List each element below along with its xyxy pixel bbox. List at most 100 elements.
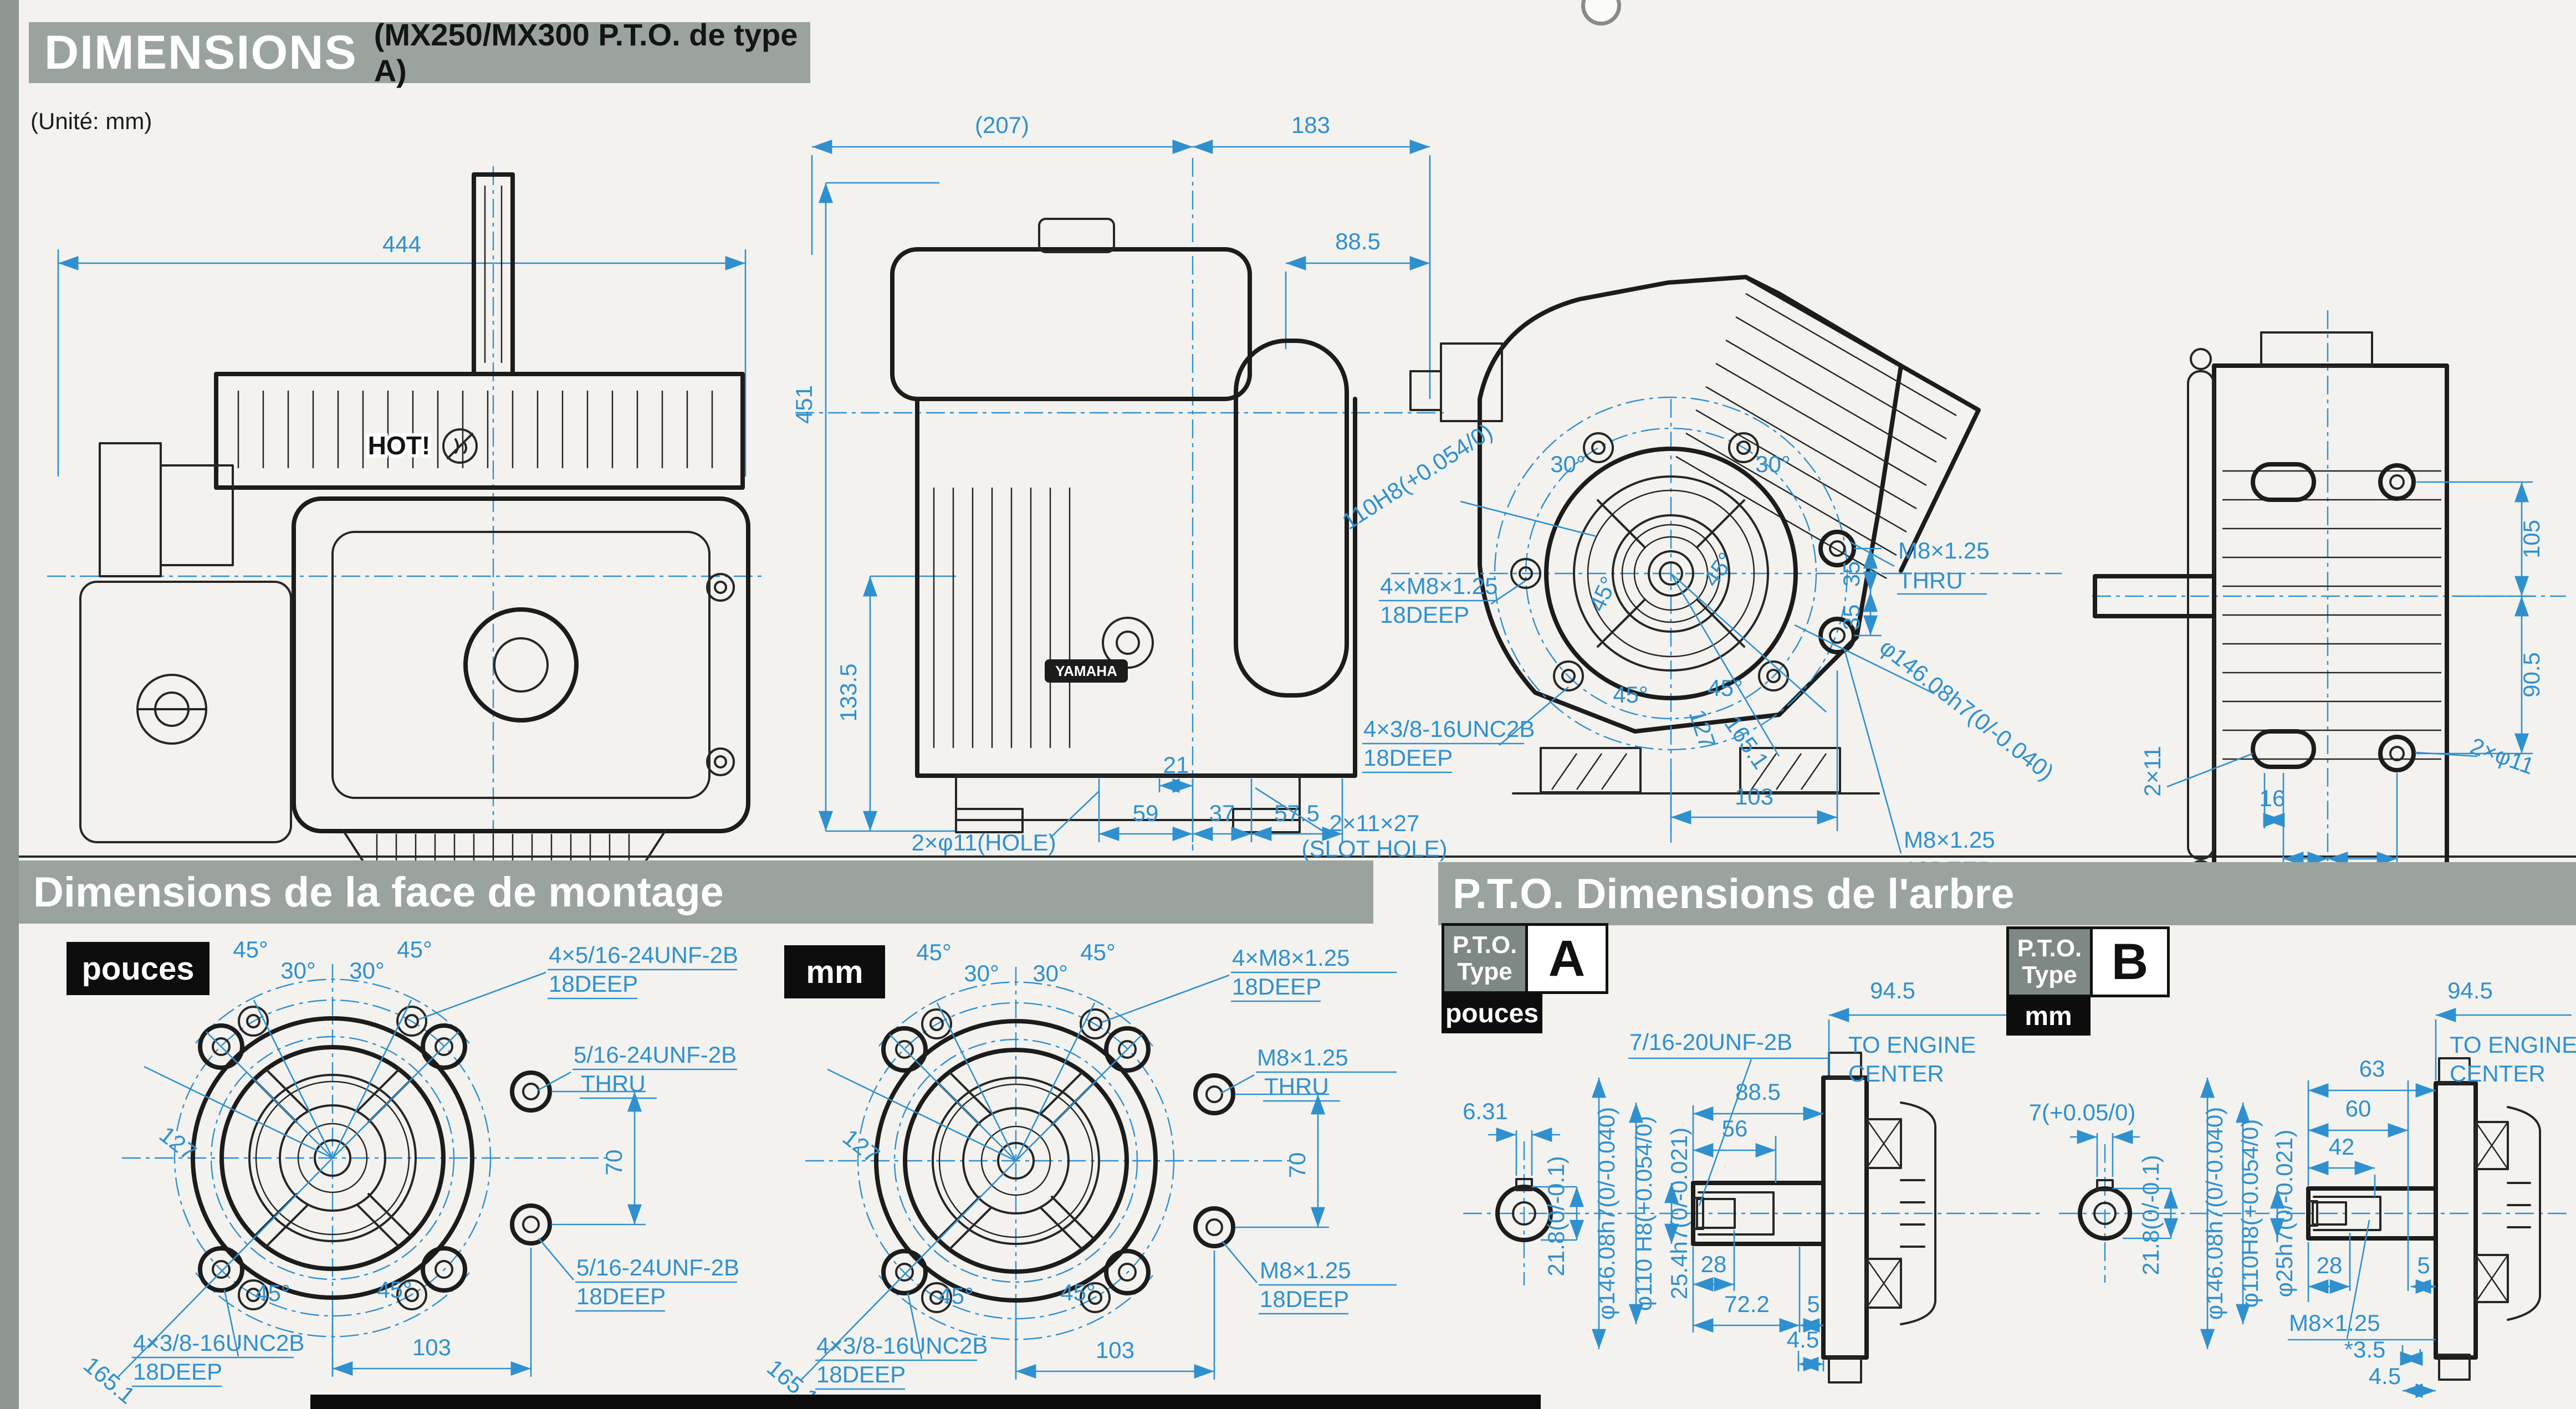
mount-face-mm-drawing: 45° 30° 30° 45° 4×M8×1.25 18DEEP M8×1.25… bbox=[762, 939, 1397, 1409]
pto-header-text: P.T.O. Dimensions de l'arbre bbox=[1453, 870, 2015, 918]
dim-103: 103 bbox=[1096, 1337, 1134, 1363]
view2-top-dims: (207) 183 88.5 bbox=[811, 112, 1431, 399]
view1-centerlines bbox=[47, 166, 765, 837]
m8-thru-line1: M8×1.25 bbox=[1898, 537, 1990, 563]
tap-bot-1: M8×1.25 bbox=[1260, 1257, 1351, 1283]
dim-56: 56 bbox=[1722, 1115, 1748, 1141]
mount-face-inch-drawing: 45° 30° 30° 45° 4×5/16-24UNF-2B 18DEEP 5… bbox=[79, 936, 739, 1409]
hole-label: 2×φ11(HOLE) bbox=[911, 829, 1056, 855]
tap-mid-1: 5/16-24UNF-2B bbox=[574, 1042, 737, 1068]
punch-hole bbox=[1581, 0, 1621, 25]
tap-mid-2: THRU bbox=[1264, 1073, 1329, 1099]
engine-front-view-drawing: (207) 183 88.5 451 133.5 YAMAHA bbox=[791, 112, 1447, 862]
page-title: DIMENSIONS bbox=[44, 25, 357, 79]
tap-top-2: 18DEEP bbox=[549, 971, 638, 997]
typea-dims: 7/16-20UNF-2B 94.5 TO ENGINE CENTER 88.5… bbox=[1628, 977, 2040, 1371]
tap-bot-2: 18DEEP bbox=[576, 1283, 666, 1309]
dim-103: 103 bbox=[412, 1334, 451, 1360]
pto-type-a-letter: A bbox=[1525, 923, 1608, 994]
montage-header-text: Dimensions de la face de montage bbox=[33, 868, 724, 916]
typeb-endview: 7(+0.05/0) 21.8(0/-0.1) bbox=[2029, 1099, 2270, 1283]
thread-label: 7/16-20UNF-2B bbox=[1629, 1029, 1792, 1055]
dim-28: 28 bbox=[1701, 1251, 1727, 1277]
dim-3-5: *3.5 bbox=[2344, 1336, 2386, 1362]
typeb-dims: 94.5 TO ENGINE CENTER 63 60 42 28 5 M8×1… bbox=[2288, 977, 2576, 1398]
dim-72-2: 72.2 bbox=[1724, 1291, 1770, 1317]
dim-42: 42 bbox=[2329, 1134, 2355, 1160]
angle-45-r: 45° bbox=[1080, 939, 1116, 965]
angle-45-br: 45° bbox=[1060, 1279, 1096, 1305]
dim-5: 5 bbox=[2417, 1252, 2430, 1278]
dim-60: 60 bbox=[2345, 1095, 2371, 1121]
dim-90-5: 90.5 bbox=[2518, 652, 2544, 698]
engine-center-2: CENTER bbox=[1848, 1060, 1944, 1087]
pto-type-b-letter: B bbox=[2090, 926, 2170, 997]
inch-flange bbox=[122, 964, 610, 1374]
pto-type-b-tag: P.T.O. Type bbox=[2006, 926, 2093, 997]
angle-30-r: 30° bbox=[1033, 960, 1068, 986]
dim-70: 70 bbox=[601, 1150, 627, 1176]
view1-engine-outline bbox=[79, 172, 750, 867]
dim-4-5: 4.5 bbox=[1787, 1326, 1819, 1352]
dim-4-5: 4.5 bbox=[2369, 1363, 2401, 1389]
angle-45-bl: 45° bbox=[938, 1283, 974, 1309]
tap-m8-line2: 18DEEP bbox=[1380, 602, 1469, 628]
angle-45-r: 45° bbox=[397, 936, 432, 962]
view4-centerlines bbox=[2092, 310, 2566, 906]
mm-flange bbox=[805, 967, 1293, 1377]
dim-35-upper: 35 bbox=[1838, 561, 1864, 587]
dim-94-5: 94.5 bbox=[1870, 977, 1915, 1003]
bore-dim-label: 110H8(+0.054/0) bbox=[1337, 418, 1497, 535]
tap-bot-1: 5/16-24UNF-2B bbox=[576, 1254, 739, 1280]
unit-note: (Unité: mm) bbox=[30, 108, 152, 134]
dim-94-5: 94.5 bbox=[2447, 977, 2493, 1003]
hot-surface-icon bbox=[442, 428, 478, 464]
dim-165-1: 165.1 bbox=[79, 1351, 140, 1409]
dim-183: 183 bbox=[1291, 112, 1330, 138]
montage-section-header: Dimensions de la face de montage bbox=[19, 860, 1373, 924]
angle-30-l: 30° bbox=[280, 957, 316, 983]
page-subtitle: (MX250/MX300 P.T.O. de type A) bbox=[374, 17, 798, 88]
dim-133-5: 133.5 bbox=[835, 663, 861, 721]
dim-5: 5 bbox=[1807, 1291, 1819, 1317]
tap-unc-line2: 18DEEP bbox=[1363, 745, 1453, 771]
section-divider-line bbox=[19, 855, 2576, 858]
tap-unc-line1: 4×3/8-16UNC2B bbox=[1363, 716, 1535, 742]
dim-88-5: 88.5 bbox=[1735, 1079, 1781, 1105]
angle-45-l: 45° bbox=[916, 939, 952, 965]
angle-30-r: 30° bbox=[349, 957, 385, 983]
view2-centerlines bbox=[795, 158, 1444, 850]
dim-35-lower: 35 bbox=[1838, 604, 1864, 631]
typea-dia-dims: φ146.08h7(0/-0.040) φ110 H8(+0.054/0) 25… bbox=[1592, 1078, 1692, 1349]
tap-mid-2: THRU bbox=[581, 1070, 646, 1097]
pto-tag-line2: Type bbox=[2022, 961, 2077, 988]
pto-type-b-unit: mm bbox=[2006, 997, 2091, 1036]
typea-endview: 6.31 21.8(0/-0.1) bbox=[1463, 1098, 1679, 1285]
engine-end-view-drawing: 105 90.5 16 37 59 2×11 2×φ11 bbox=[2092, 310, 2566, 906]
engine-center-1: TO ENGINE bbox=[2450, 1032, 2576, 1058]
angle-30-left: 30° bbox=[1550, 451, 1586, 477]
label-2x11: 2×11 bbox=[2139, 746, 2165, 797]
label-2xphi11: 2×φ11 bbox=[2467, 732, 2538, 780]
dia-146: φ146.08h7(0/-0.040) bbox=[2201, 1107, 2227, 1320]
dim-21: 21 bbox=[1163, 752, 1189, 778]
dim-28: 28 bbox=[2317, 1252, 2343, 1278]
dim-105: 105 bbox=[2518, 520, 2544, 559]
engine-center-1: TO ENGINE bbox=[1848, 1032, 1976, 1058]
dim-21-8: 21.8(0/-0.1) bbox=[1543, 1156, 1569, 1276]
m8-thru-line2: THRU bbox=[1898, 567, 1963, 593]
view1-hot-warning: HOT! bbox=[365, 428, 478, 464]
tap-m8-line1: 4×M8×1.25 bbox=[1380, 573, 1498, 599]
scan-edge-strip bbox=[0, 0, 19, 1409]
dim-88-5: 88.5 bbox=[1335, 228, 1381, 254]
angle-45-ml: 45° bbox=[1583, 572, 1622, 615]
pto-type-a-unit: pouces bbox=[1442, 993, 1542, 1033]
tap-left-2: 18DEEP bbox=[133, 1359, 222, 1385]
engine-center-2: CENTER bbox=[2450, 1060, 2546, 1087]
dim-6-31: 6.31 bbox=[1463, 1098, 1508, 1124]
tap-left-1: 4×3/8-16UNC2B bbox=[133, 1330, 304, 1356]
pto-type-b-drawing: 7(+0.05/0) 21.8(0/-0.1) φ146.08h7(0/-0.0… bbox=[2029, 977, 2576, 1398]
dim-451: 451 bbox=[791, 385, 817, 424]
typea-shaft-section bbox=[1685, 1052, 2040, 1384]
dim-103: 103 bbox=[1735, 783, 1773, 809]
